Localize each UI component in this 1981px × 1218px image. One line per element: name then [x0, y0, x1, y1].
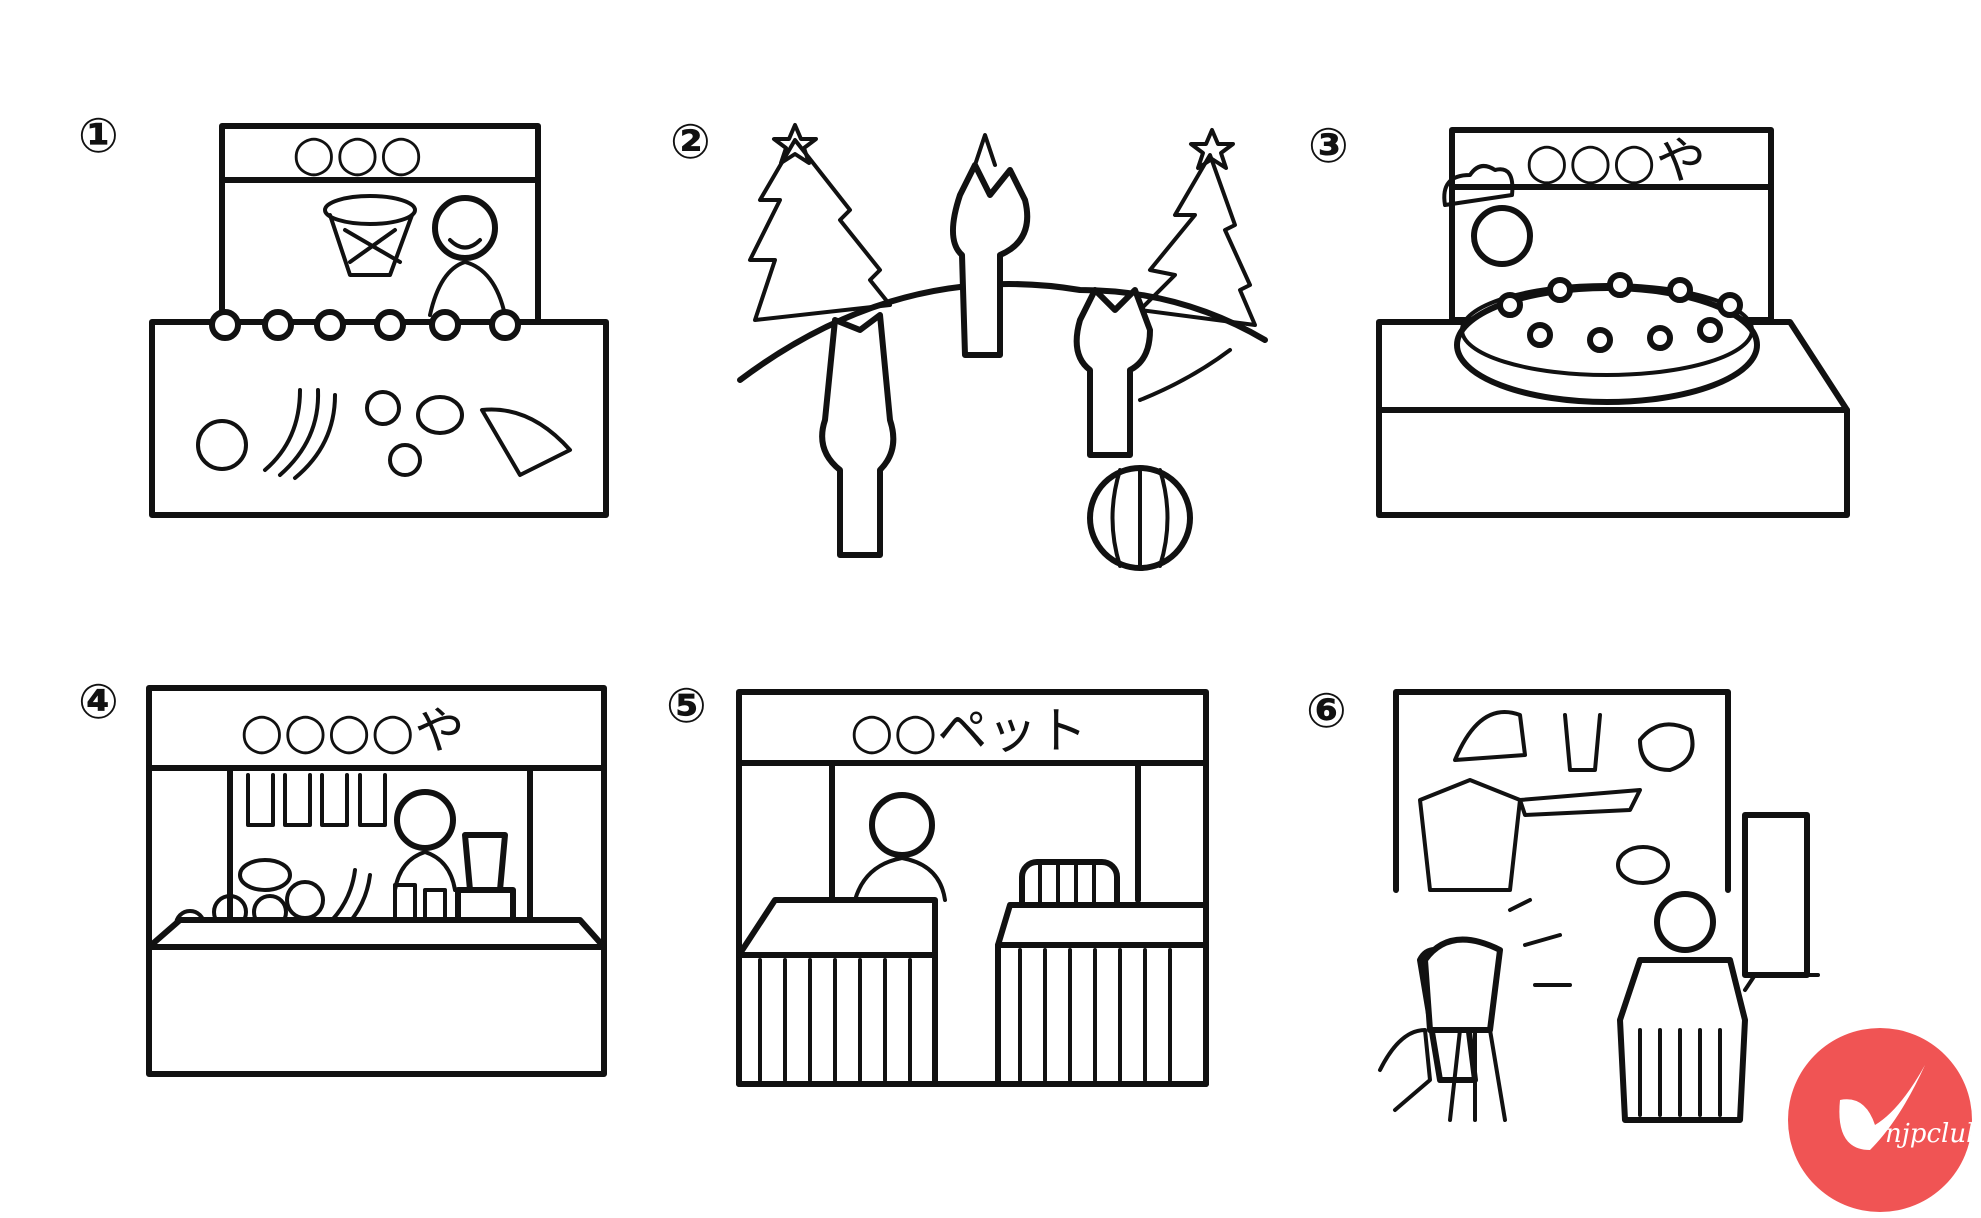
panel-number: ⑤ — [666, 678, 707, 734]
cage-left — [736, 897, 938, 1087]
cat-icon — [819, 312, 897, 558]
panel-number: ② — [670, 114, 711, 170]
watermark-text: njpclub — [1885, 1119, 1981, 1149]
booth-counter — [146, 917, 607, 950]
ball-row — [209, 309, 521, 341]
panel-number: ④ — [78, 674, 119, 730]
booth-counter — [149, 319, 609, 518]
fruit-pile-icon — [174, 858, 447, 942]
basketball-hoop-icon — [323, 194, 417, 277]
panel-number: ③ — [1308, 118, 1349, 174]
photographer-icon — [1378, 936, 1507, 1122]
clerk-icon — [393, 789, 457, 892]
costume-icons — [1418, 710, 1695, 892]
booth-sign: ○○○○や — [240, 702, 465, 760]
striped-ball-icon — [1087, 465, 1193, 571]
cat-icon — [949, 133, 1031, 358]
samurai-icon — [1617, 891, 1748, 1123]
bird-icon — [1839, 1065, 1925, 1150]
panel-5: ⑤ ○○ペット — [666, 678, 1209, 1087]
panel-2: ② — [670, 114, 1268, 571]
panel-number: ⑥ — [1306, 683, 1347, 739]
clerk-icon — [853, 792, 947, 902]
panel-4: ④ ○○○○や — [78, 674, 607, 1077]
panel-6: ⑥ — [1306, 683, 1820, 1123]
chef-icon — [1442, 164, 1533, 267]
cage-right — [995, 902, 1209, 1087]
panel-3: ③ ○○○や — [1308, 118, 1850, 518]
clerk-icon — [428, 195, 507, 317]
cat-icon — [1073, 287, 1232, 458]
booth-sign: ○○○ — [292, 124, 423, 182]
cake-icon — [1454, 272, 1760, 405]
christmas-tree-icon — [1138, 128, 1257, 327]
backdrop-frame — [1393, 689, 1731, 893]
flash-lines — [1508, 898, 1572, 987]
booth-sign: ○○ペット — [850, 702, 1087, 760]
mirror-icon — [1742, 812, 1820, 992]
christmas-tree-icon — [748, 123, 892, 322]
panel-1: ① ○○○ — [78, 108, 609, 518]
panel-number: ① — [78, 108, 119, 164]
fruit-icons — [196, 388, 572, 480]
watermark-logo: njpclub — [1788, 1028, 1981, 1212]
booth-sign: ○○○や — [1525, 132, 1706, 190]
